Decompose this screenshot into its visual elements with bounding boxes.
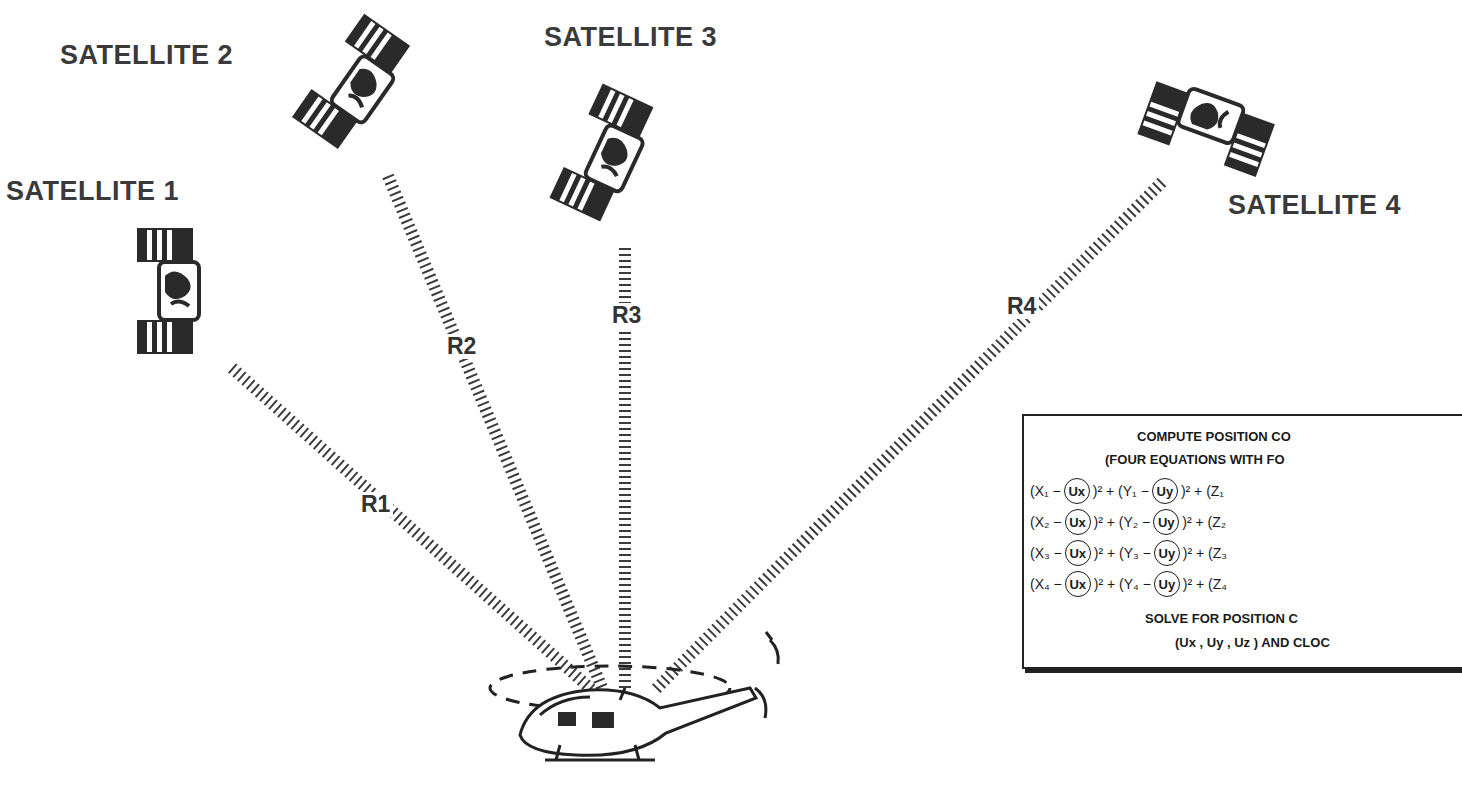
satellite-label: SATELLITE 1 bbox=[6, 178, 179, 205]
range-line bbox=[232, 368, 592, 690]
equation-box: COMPUTE POSITION CO (FOUR EQUATIONS WITH … bbox=[1022, 414, 1462, 669]
circled-unknown: Ux bbox=[1065, 571, 1091, 597]
equation-term: (X₄ − bbox=[1030, 576, 1062, 592]
satellite-icon bbox=[292, 14, 415, 153]
range-label: R4 bbox=[1004, 294, 1039, 319]
circled-unknown: Uy bbox=[1154, 571, 1180, 597]
box-note: SOLVE FOR POSITION C bbox=[1145, 612, 1298, 626]
equation-row: (X₄ −Ux)² + (Y₄ −Uy)² + (Z₄ bbox=[1030, 571, 1227, 597]
equation-term: (X₁ − bbox=[1030, 483, 1061, 499]
satellite-label: SATELLITE 4 bbox=[1228, 192, 1401, 219]
equation-term: )² + (Z₁ bbox=[1181, 483, 1224, 499]
satellite-label: SATELLITE 2 bbox=[60, 42, 233, 69]
equation-term: )² + (Z₂ bbox=[1182, 514, 1226, 530]
circled-unknown: Uy bbox=[1154, 540, 1180, 566]
equation-term: (X₃ − bbox=[1030, 545, 1062, 561]
circled-unknown: Ux bbox=[1065, 540, 1091, 566]
equation-row: (X₃ −Ux)² + (Y₃ −Uy)² + (Z₃ bbox=[1030, 540, 1227, 566]
satellite-icon bbox=[1137, 76, 1277, 177]
equation-term: )² + (Y₃ − bbox=[1094, 545, 1151, 561]
range-label: R2 bbox=[444, 334, 479, 359]
equation-term: (X₂ − bbox=[1030, 514, 1062, 530]
satellite-icon bbox=[549, 84, 658, 224]
equation-row: (X₁ −Ux)² + (Y₁ −Uy)² + (Z₁ bbox=[1030, 478, 1224, 504]
equation-term: )² + (Y₄ − bbox=[1094, 576, 1151, 592]
circled-unknown: Uy bbox=[1152, 478, 1178, 504]
box-heading: COMPUTE POSITION CO bbox=[1137, 430, 1291, 444]
box-note: (Ux , Uy , Uz ) AND CLOC bbox=[1175, 636, 1330, 650]
circled-unknown: Ux bbox=[1064, 478, 1090, 504]
helicopter-icon bbox=[490, 632, 778, 760]
equation-term: )² + (Z₃ bbox=[1183, 545, 1227, 561]
range-label: R3 bbox=[609, 303, 644, 328]
circled-unknown: Uy bbox=[1153, 509, 1179, 535]
box-heading: (FOUR EQUATIONS WITH FO bbox=[1105, 453, 1285, 467]
range-label: R1 bbox=[358, 492, 393, 517]
range-line bbox=[388, 176, 603, 690]
equation-term: )² + (Y₁ − bbox=[1093, 483, 1149, 499]
satellite-label: SATELLITE 3 bbox=[544, 24, 717, 51]
equation-term: )² + (Z₄ bbox=[1183, 576, 1227, 592]
equation-term: )² + (Y₂ − bbox=[1094, 514, 1151, 530]
circled-unknown: Ux bbox=[1065, 509, 1091, 535]
equation-row: (X₂ −Ux)² + (Y₂ −Uy)² + (Z₂ bbox=[1030, 509, 1226, 535]
satellite-icon bbox=[137, 228, 199, 354]
